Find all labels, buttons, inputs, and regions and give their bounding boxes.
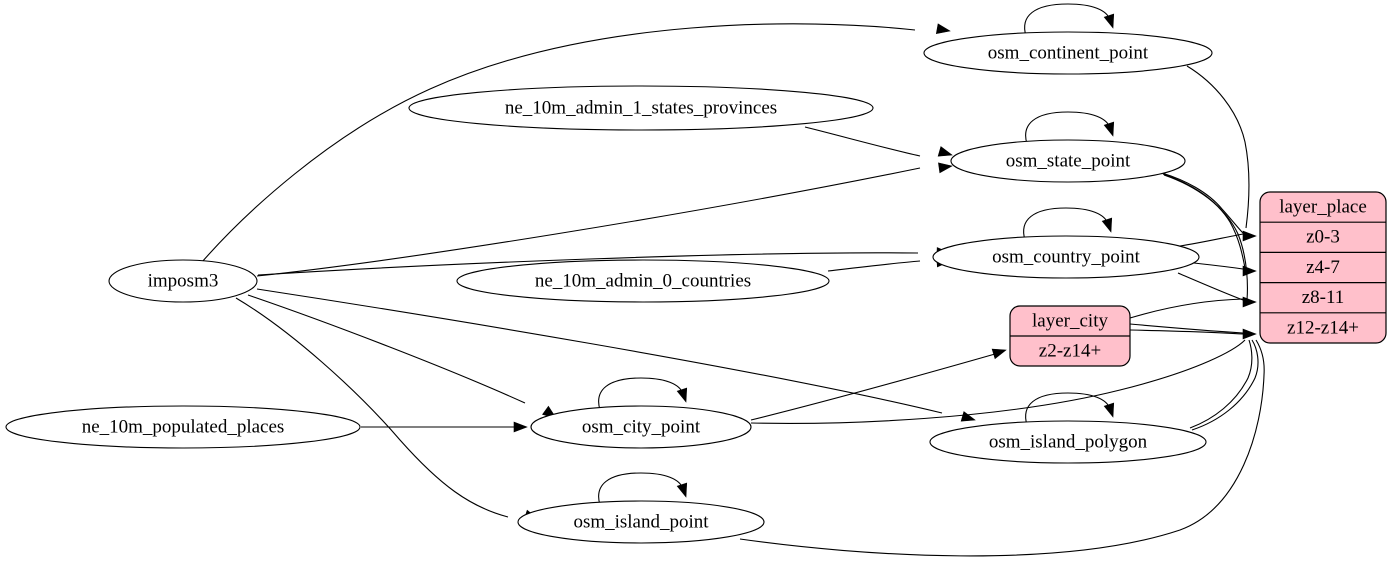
edge-imposm3-to-osm_continent_point (201, 23, 916, 263)
arrowhead-to-layer_place-z12-z14 (1242, 328, 1257, 340)
node-osm_continent_point[interactable]: osm_continent_point (923, 31, 1213, 75)
self-loop-osm_city_point (598, 377, 684, 411)
arrowhead-self-osm_city_point (676, 387, 688, 403)
node-label-osm_continent_point: osm_continent_point (988, 42, 1149, 63)
record-row-layer_place-4[interactable]: z12-z14+ (1287, 317, 1359, 338)
edge-ne_10m_admin_0_countries-to-osm_country_point (827, 260, 921, 272)
node-label-ne_10m_admin_1_states_provinces: ne_10m_admin_1_states_provinces (505, 97, 777, 118)
node-shape-osm_island_polygon (929, 420, 1207, 464)
self-loop-osm_island_polygon (1025, 392, 1111, 426)
node-shape-imposm3 (108, 259, 258, 303)
node-osm_city_point[interactable]: osm_city_point (530, 405, 752, 449)
edge-layer_city-to-layer_place_z8_11 (1129, 298, 1244, 319)
edge-osm_state_point-to-layer_place_z0_3 (1161, 172, 1244, 234)
arrowhead-to-osm_island_polygon (960, 411, 976, 422)
record-row-layer_place-1[interactable]: z0-3 (1306, 227, 1340, 248)
node-shape-osm_city_point (530, 405, 752, 449)
arrowhead-to-osm_state_point-from-ne1 (937, 146, 953, 157)
node-label-osm_state_point: osm_state_point (1006, 150, 1131, 171)
edge-imposm3-to-osm_country_point (257, 252, 919, 276)
self-loop-osm_state_point (1025, 111, 1111, 145)
arrowhead-self-osm_state_point (1103, 121, 1115, 137)
node-label-ne_10m_admin_0_countries: ne_10m_admin_0_countries (535, 270, 751, 291)
arrowhead-to-osm_city_point-from-ne-pop (513, 421, 528, 433)
self-loop-osm_continent_point (1024, 3, 1111, 37)
edge-osm_state_point-to-layer_place_z8_11 (1163, 174, 1248, 301)
arrowhead-to-layer_place-z0-3 (1242, 230, 1257, 242)
edge-layer_city-to-layer_place_z12_z14 (1129, 329, 1244, 335)
record-node-layer_place[interactable]: layer_place z0-3 z4-7 z8-11 z12-z14+ (1259, 191, 1387, 344)
record-box-layer_place (1259, 191, 1387, 344)
node-imposm3[interactable]: imposm3 (108, 259, 258, 303)
node-shape-ne_10m_admin_1_states_provinces (408, 85, 874, 131)
self-loop-osm_country_point (1023, 207, 1109, 241)
edge-imposm3-to-osm_city_point (247, 294, 526, 404)
arrowhead-self-osm_continent_point (1103, 13, 1115, 29)
record-row-layer_city-1[interactable]: z2-z14+ (1039, 340, 1101, 361)
edge-osm_island_point-to-layer_place_z12_z14 (739, 339, 1265, 557)
record-node-layer_city[interactable]: layer_city z2-z14+ (1009, 305, 1131, 367)
node-label-osm_country_point: osm_country_point (992, 246, 1140, 267)
edge-ne_10m_admin_1_states_provinces-to-osm_state_point (804, 126, 921, 157)
node-ne_10m_admin_0_countries[interactable]: ne_10m_admin_0_countries (456, 259, 830, 303)
arrowhead-self-osm_country_point (1101, 217, 1113, 233)
node-shape-ne_10m_admin_0_countries (456, 259, 830, 303)
edge-imposm3-to-osm_island_point (235, 297, 509, 518)
arrowhead-to-osm_continent_point (935, 23, 951, 35)
edge-osm_island_polygon-to-layer_place_z12_z14 (1189, 339, 1253, 429)
node-label-ne_10m_populated_places: ne_10m_populated_places (82, 416, 285, 437)
edge-osm_country_point-to-layer_place_z8_11 (1177, 272, 1244, 301)
node-label-osm_island_point: osm_island_point (573, 511, 709, 532)
node-shape-osm_state_point (950, 139, 1186, 183)
node-shape-osm_country_point (932, 235, 1200, 279)
node-shape-ne_10m_populated_places (5, 405, 361, 449)
node-osm_island_polygon[interactable]: osm_island_polygon (929, 420, 1207, 464)
node-shape-osm_island_point (517, 500, 765, 544)
node-osm_state_point[interactable]: osm_state_point (950, 139, 1186, 183)
node-label-imposm3: imposm3 (148, 270, 219, 291)
edge-osm_country_point-to-layer_place_z4_7 (1193, 262, 1244, 270)
nodes-layer: imposm3 ne_10m_populated_places ne_10m_adm… (5, 31, 1213, 544)
node-label-osm_island_polygon: osm_island_polygon (989, 431, 1148, 452)
record-row-layer_city-title: layer_city (1032, 310, 1108, 331)
node-label-osm_city_point: osm_city_point (582, 416, 701, 437)
arrowhead-to-layer_place-z4-7 (1242, 265, 1257, 277)
edges-layer (201, 23, 1265, 557)
record-row-layer_place-2[interactable]: z4-7 (1306, 257, 1340, 278)
arrowhead-to-osm_state_point-from-imposm3 (938, 162, 953, 174)
node-osm_island_point[interactable]: osm_island_point (517, 500, 765, 544)
node-osm_country_point[interactable]: osm_country_point (932, 235, 1200, 279)
edge-layer_city-to-layer_place_z12_z14 (1129, 323, 1244, 334)
arrowhead-to-layer_city (991, 348, 1007, 360)
self-loops-layer (598, 3, 1111, 506)
edge-osm_city_point-to-layer_city (750, 351, 1003, 421)
edge-osm_continent_point-to-layer_place_z0_3 (1186, 65, 1250, 229)
edge-osm_country_point-to-layer_place_z0_3 (1179, 233, 1244, 247)
arrowhead-self-osm_island_point (676, 482, 688, 498)
node-shape-osm_continent_point (923, 31, 1213, 75)
edge-imposm3-to-osm_state_point (256, 167, 921, 277)
arrowhead-self-osm_island_polygon (1103, 402, 1115, 418)
edge-osm_island_polygon-to-layer_place_z12_z14 (1191, 339, 1259, 431)
edge-imposm3-to-osm_island_polygon (256, 288, 943, 414)
records-layer: layer_place z0-3 z4-7 z8-11 z12-z14+ layer_ci… (1009, 191, 1387, 367)
arrowhead-to-layer_place-z8-11 (1242, 296, 1257, 308)
edge-osm_city_point_thru-to-layer_place_z12_z14 (750, 339, 1246, 424)
self-loop-osm_island_point (598, 472, 684, 506)
record-row-layer_place-3[interactable]: z8-11 (1302, 287, 1345, 308)
record-row-layer_place-title: layer_place (1279, 196, 1367, 217)
node-ne_10m_populated_places[interactable]: ne_10m_populated_places (5, 405, 361, 449)
node-ne_10m_admin_1_states_provinces[interactable]: ne_10m_admin_1_states_provinces (408, 85, 874, 131)
